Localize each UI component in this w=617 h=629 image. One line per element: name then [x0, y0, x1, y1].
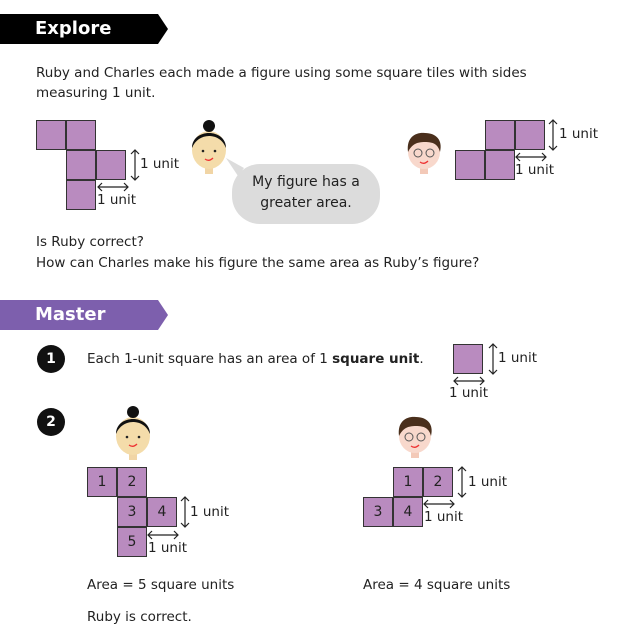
item-1-end: . [419, 351, 424, 367]
item-number-1: 1 [37, 345, 65, 373]
horizontal-arrow-icon [515, 152, 547, 162]
tile: 3 [363, 497, 393, 527]
tile: 2 [117, 467, 147, 497]
tile [515, 120, 545, 150]
unit-label: 1 unit [468, 474, 508, 490]
speech-line-2: greater area. [260, 195, 352, 211]
horizontal-arrow-icon [147, 530, 179, 540]
horizontal-arrow-icon [97, 182, 129, 192]
vertical-arrow-icon [488, 343, 498, 375]
banner-shape [0, 300, 168, 330]
charles-avatar [398, 416, 432, 458]
tile [455, 150, 485, 180]
unit-label: 1 unit [97, 192, 137, 208]
unit-square [453, 344, 483, 374]
tile [485, 120, 515, 150]
ruby-avatar [116, 406, 150, 460]
unit-label: 1 unit [449, 385, 489, 401]
unit-label: 1 unit [140, 156, 180, 172]
ruby-area: Area = 5 square units [87, 577, 235, 593]
master-title: Master [35, 304, 106, 325]
unit-label: 1 unit [148, 540, 188, 556]
tile: 1 [87, 467, 117, 497]
explore-title: Explore [35, 18, 112, 39]
horizontal-arrow-icon [453, 376, 485, 386]
tile [96, 150, 126, 180]
tile: 2 [423, 467, 453, 497]
intro-line-1: Ruby and Charles each made a figure usin… [36, 65, 527, 81]
question-2: How can Charles make his figure the same… [36, 255, 480, 271]
master-banner: Master [0, 300, 168, 330]
tile: 1 [393, 467, 423, 497]
tile [66, 180, 96, 210]
tile: 4 [393, 497, 423, 527]
question-1: Is Ruby correct? [36, 234, 144, 250]
unit-label: 1 unit [424, 509, 464, 525]
charles-area: Area = 4 square units [363, 577, 511, 593]
unit-label: 1 unit [515, 162, 555, 178]
ruby-avatar [192, 120, 226, 174]
speech-bubble: My figure has a greater area. [226, 158, 380, 224]
item-number-2: 2 [37, 408, 65, 436]
vertical-arrow-icon [548, 119, 558, 151]
unit-label: 1 unit [498, 350, 538, 366]
tile [66, 120, 96, 150]
speech-line-1: My figure has a [252, 174, 360, 190]
vertical-arrow-icon [457, 466, 467, 498]
charles-avatar [407, 132, 441, 174]
item-1-text-start: Each 1-unit square has an area of 1 [87, 351, 333, 367]
tile: 4 [147, 497, 177, 527]
horizontal-arrow-icon [423, 499, 455, 509]
unit-label: 1 unit [559, 126, 599, 142]
conclusion: Ruby is correct. [87, 609, 192, 625]
item-1-text: Each 1-unit square has an area of 1 squa… [87, 349, 424, 369]
bubble-tail [226, 158, 244, 176]
tile [66, 150, 96, 180]
intro-line-2: measuring 1 unit. [36, 85, 156, 101]
tile [36, 120, 66, 150]
vertical-arrow-icon [130, 149, 140, 181]
tile: 5 [117, 527, 147, 557]
vertical-arrow-icon [180, 496, 190, 528]
tile [485, 150, 515, 180]
unit-label: 1 unit [190, 504, 230, 520]
tile: 3 [117, 497, 147, 527]
banner-shape [0, 14, 168, 44]
item-1-bold: square unit [332, 351, 420, 367]
explore-banner: Explore [0, 14, 168, 44]
